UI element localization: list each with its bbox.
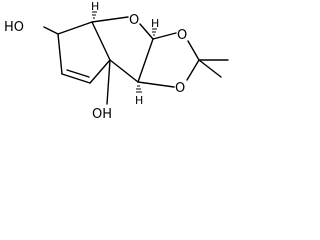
bond-c3a-oh: [106, 59, 111, 105]
bond-c2-c3a: [91, 21, 111, 61]
bonds: [43, 16, 229, 105]
bond-c1-c5: [57, 33, 63, 75]
bond-c6-o-top: [152, 32, 177, 40]
hash-wedge-top-right: [152, 28, 157, 36]
bond-c1-oh: [43, 26, 59, 35]
bond-c5-c4: [61, 73, 91, 84]
bond-o-ring-c6: [139, 23, 154, 40]
bond-c5-c4-double: [66, 69, 90, 78]
hash-wedge-top-left: [92, 11, 97, 19]
bond-c3a-c7: [109, 59, 139, 83]
label-ho-left: HO: [4, 20, 24, 35]
bond-c1-c2: [57, 21, 93, 35]
bond-o-bottom-c7: [137, 81, 175, 88]
label-o-dioxolane-top: O: [177, 28, 187, 43]
chemical-structure: HO O O O OH H H H: [0, 0, 241, 133]
label-o-dioxolane-bottom: O: [175, 81, 185, 96]
bond-c6-c7: [137, 38, 154, 83]
structure-drawing: HO O O O OH H H H: [4, 0, 229, 122]
bond-cme2-o-bottom: [186, 59, 200, 81]
label-h-top-right: H: [151, 17, 159, 30]
hash-wedges: [92, 11, 157, 93]
hash-wedge-bottom: [136, 85, 142, 93]
label-h-bottom: H: [135, 94, 143, 107]
bond-c2-o-ring: [91, 16, 129, 23]
label-o-ring-top: O: [129, 13, 139, 28]
label-h-top-left: H: [91, 0, 99, 13]
bond-c4-c3a: [89, 59, 111, 84]
bond-methyl-2: [198, 59, 222, 78]
label-oh-bottom: OH: [92, 107, 112, 122]
bond-o-top-cme2: [187, 40, 200, 61]
